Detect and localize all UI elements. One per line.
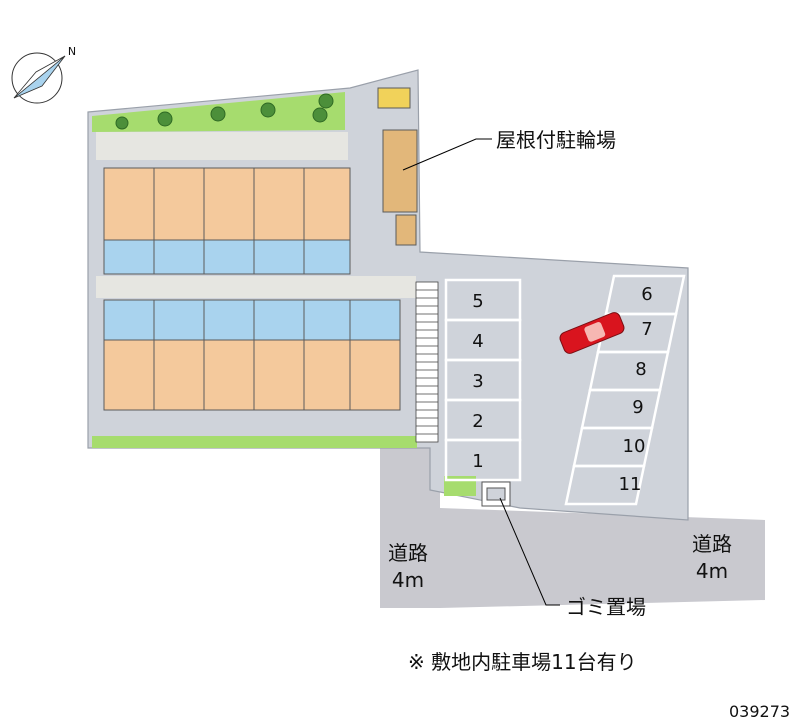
tree-icon — [157, 111, 173, 127]
tree-icon — [318, 93, 334, 109]
parking-number: 5 — [472, 291, 483, 312]
parking-note: ※ 敷地内駐車場11台有り — [408, 650, 637, 674]
corridor — [96, 276, 416, 298]
parking-number: 6 — [641, 284, 652, 305]
parking-number: 7 — [641, 319, 652, 340]
road-right — [440, 508, 765, 608]
bicycle-parking-top — [377, 87, 411, 109]
garbage-box-icon — [486, 487, 506, 501]
parking-right-numbers: 6 7 8 9 10 11 — [619, 284, 653, 495]
tree-icon — [210, 106, 226, 122]
road-width: 4m — [392, 568, 424, 592]
car-icon — [559, 312, 625, 354]
building-lower-row — [103, 299, 401, 411]
road-name: 道路 — [692, 532, 732, 556]
parking-number: 9 — [632, 397, 643, 418]
property-code: 039273 — [729, 702, 790, 721]
parking-number: 10 — [623, 436, 646, 457]
parking-number: 1 — [472, 451, 483, 472]
bicycle-parking-label: 屋根付駐輪場 — [496, 128, 616, 152]
bicycle-parking-area — [382, 129, 418, 213]
parking-number: 3 — [472, 371, 483, 392]
parking-number: 2 — [472, 411, 483, 432]
road-name: 道路 — [388, 541, 428, 565]
tree-icon — [260, 102, 276, 118]
compass-rose: N — [11, 45, 76, 104]
road-width: 4m — [696, 559, 728, 583]
green-strip-bottom — [92, 436, 417, 448]
parking-right — [564, 274, 686, 506]
road-label-left: 道路 4m — [388, 541, 428, 592]
compass-north-label: N — [68, 45, 76, 58]
bike-leader-line — [402, 138, 492, 171]
parking-left — [444, 278, 522, 482]
garbage-label: ゴミ置場 — [566, 595, 646, 619]
trees — [115, 93, 334, 130]
tree-icon — [312, 107, 328, 123]
parking-number: 4 — [472, 331, 483, 352]
parking-left-numbers: 5 4 3 2 1 — [472, 291, 483, 472]
road-left — [380, 448, 440, 608]
tree-icon — [115, 116, 129, 130]
garbage-leader-line — [499, 497, 560, 606]
road-label-right: 道路 4m — [692, 532, 732, 583]
walkway — [96, 132, 348, 160]
building-upper-row — [103, 167, 351, 275]
parking-number: 8 — [635, 359, 646, 380]
bicycle-parking-bottom — [395, 214, 417, 246]
parking-number: 11 — [619, 474, 642, 495]
stairs — [415, 281, 439, 443]
